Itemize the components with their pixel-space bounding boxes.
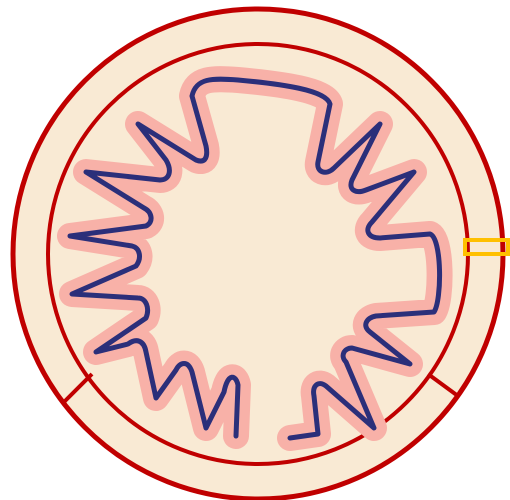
organelle-diagram xyxy=(0,0,510,500)
diagram-canvas xyxy=(0,0,510,500)
